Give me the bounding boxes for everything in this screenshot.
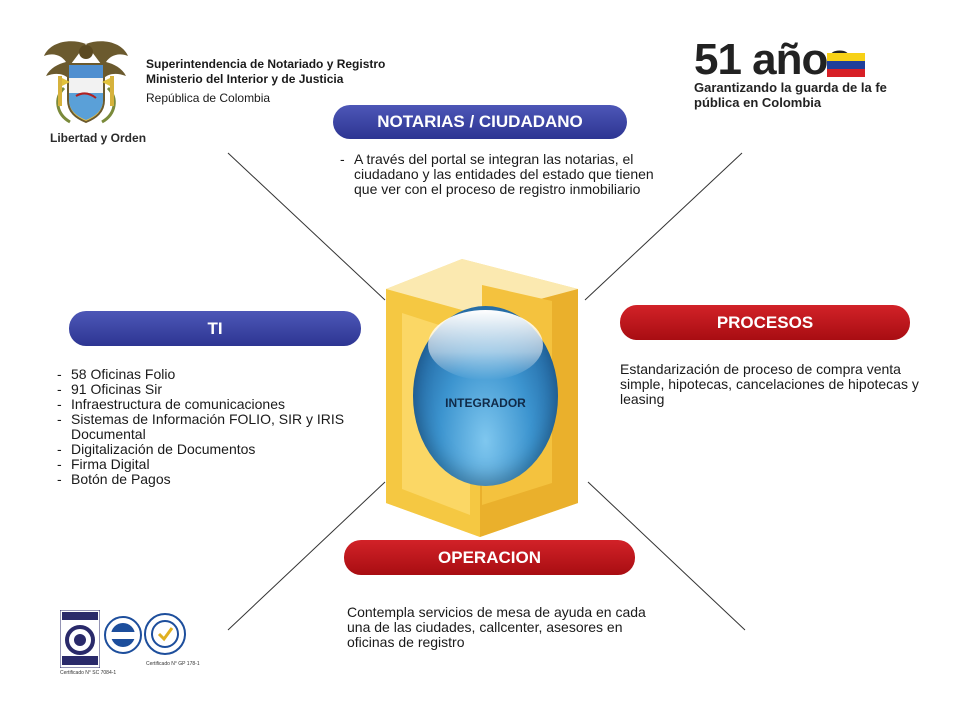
integrator-label: INTEGRADOR xyxy=(445,396,526,410)
ti-list: 58 Oficinas Folio 91 Oficinas Sir Infrae… xyxy=(57,367,357,488)
notarias-item: A través del portal se integran las nota… xyxy=(340,152,660,197)
notarias-text: A través del portal se integran las nota… xyxy=(340,152,660,197)
org-name: Superintendencia de Notariado y Registro xyxy=(146,57,386,71)
cert-right-text: Certificado N° GP 178-1 xyxy=(146,661,200,667)
ti-item: Infraestructura de comunicaciones xyxy=(57,397,357,413)
ti-item: 58 Oficinas Folio xyxy=(57,367,357,383)
ti-item: Digitalización de Documentos xyxy=(57,442,357,458)
anniversary-title: 51 años xyxy=(694,35,852,84)
ti-item: 91 Oficinas Sir xyxy=(57,382,357,398)
country-name: República de Colombia xyxy=(146,91,271,105)
procesos-text: Estandarización de proceso de compra ven… xyxy=(620,361,919,407)
ti-item: Firma Digital xyxy=(57,457,357,473)
line-top-left xyxy=(227,152,386,301)
line-bottom-right xyxy=(587,481,746,631)
sphere-highlight xyxy=(428,310,543,380)
ti-item: Sistemas de Información FOLIO, SIR y IRI… xyxy=(57,412,357,442)
anniversary-tagline: Garantizando la guarda de la fe pública … xyxy=(694,80,887,110)
colombia-flag-icon xyxy=(827,53,865,77)
ministry-name: Ministerio del Interior y de Justicia xyxy=(146,72,344,86)
sgp-logo-icon xyxy=(144,613,186,655)
ti-pill: TI xyxy=(69,311,361,346)
icontec-logo-icon xyxy=(60,610,100,668)
line-bottom-left xyxy=(227,481,386,631)
procesos-pill: PROCESOS xyxy=(620,305,910,340)
operacion-text: Contempla servicios de mesa de ayuda en … xyxy=(347,604,646,650)
operacion-pill: OPERACION xyxy=(344,540,635,575)
iqnet-logo-icon xyxy=(104,616,142,654)
line-top-right xyxy=(584,152,743,301)
notarias-ciudadano-pill: NOTARIAS / CIUDADANO xyxy=(333,105,627,139)
crest-motto: Libertad y Orden xyxy=(50,131,147,145)
ti-item: Botón de Pagos xyxy=(57,472,357,488)
cert-left-text: Certificado N° SC 7084-1 xyxy=(60,670,117,676)
colombia-crest-icon xyxy=(44,41,128,124)
